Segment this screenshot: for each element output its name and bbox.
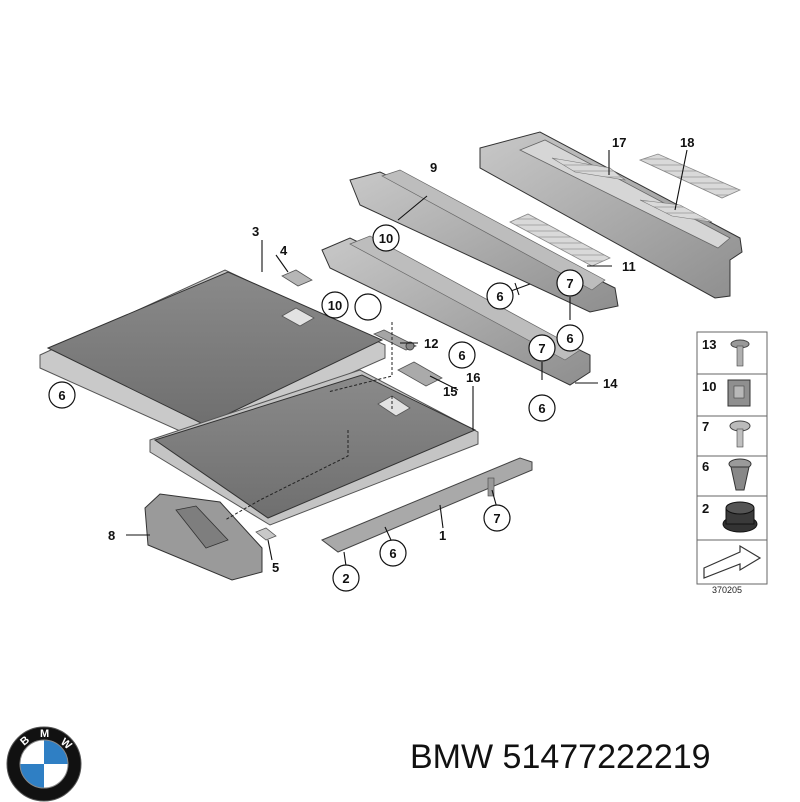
anti-slip-strip-11 [509, 213, 611, 267]
svg-text:6: 6 [496, 289, 503, 304]
callout-circle-13 [354, 293, 382, 321]
part-number: 51477222219 [502, 738, 711, 776]
callout-4: 4 [280, 243, 288, 258]
fastener-legend: 13 10 7 6 2 [696, 331, 768, 585]
callout-circle-7a: 7 [556, 269, 584, 297]
svg-text:6: 6 [389, 546, 396, 561]
bracket-12 [373, 329, 417, 351]
callout-1: 1 [439, 528, 446, 543]
rubber-buffer-icon [722, 501, 758, 533]
callout-18: 18 [680, 135, 694, 150]
legend-label-2: 2 [702, 501, 709, 516]
callout-circle-6a: 6 [486, 282, 514, 310]
callout-circle-7b: 7 [528, 334, 556, 362]
legend-label-7: 7 [702, 419, 709, 434]
svg-text:7: 7 [566, 276, 573, 291]
brand-name: BMW [410, 738, 494, 776]
cover-strip-lower [321, 235, 591, 386]
legend-label-6: 6 [702, 459, 709, 474]
callout-11: 11 [622, 259, 636, 274]
floor-panel-lower [149, 369, 479, 526]
svg-text:6: 6 [458, 348, 465, 363]
dash-connector-13 [327, 322, 393, 393]
brand-part-number: BMW 51477222219 [410, 738, 711, 777]
svg-text:10: 10 [328, 298, 342, 313]
clip-5 [255, 527, 277, 541]
screw-small-icon [729, 420, 751, 448]
callout-circle-6c: 6 [448, 341, 476, 369]
callout-circle-7c: 7 [483, 504, 511, 532]
callout-3: 3 [252, 224, 259, 239]
callout-circle-10b: 10 [321, 291, 349, 319]
callout-17: 17 [612, 135, 626, 150]
handle-4 [281, 269, 313, 287]
cover-strip-upper [349, 169, 619, 313]
anti-slip-strip-18 [638, 153, 741, 199]
callout-circle-2: 2 [332, 564, 360, 592]
callout-16: 16 [466, 370, 480, 385]
callout-9: 9 [430, 160, 437, 175]
svg-text:6: 6 [538, 401, 545, 416]
floor-panel-upper [39, 269, 386, 441]
callout-14: 14 [603, 376, 618, 391]
svg-text:7: 7 [493, 511, 500, 526]
svg-text:M: M [40, 728, 49, 740]
rail-1 [320, 457, 533, 553]
callout-circle-6f: 6 [379, 539, 407, 567]
expanding-clip-icon [728, 458, 752, 491]
svg-text:6: 6 [566, 331, 573, 346]
clip-nut-icon [727, 379, 751, 407]
callout-circle-6d: 6 [528, 394, 556, 422]
callout-circle-10a: 10 [372, 224, 400, 252]
callout-8: 8 [108, 528, 115, 543]
svg-text:6: 6 [58, 388, 65, 403]
cap-15 [397, 361, 443, 387]
screw-icon [730, 339, 750, 367]
bmw-logo-icon: B M W [6, 726, 82, 802]
dash-connector-center [224, 430, 349, 521]
svg-text:10: 10 [379, 231, 393, 246]
svg-text:2: 2 [342, 571, 349, 586]
callout-circle-6e: 6 [48, 381, 76, 409]
callout-5: 5 [272, 560, 279, 575]
svg-text:7: 7 [538, 341, 545, 356]
callout-12: 12 [424, 336, 438, 351]
callout-15: 15 [443, 384, 457, 399]
legend-label-13: 13 [702, 337, 716, 352]
rear-sill-trim [479, 131, 743, 299]
diagram-code: 370205 [712, 585, 742, 595]
direction-arrow-icon [703, 544, 762, 579]
legend-label-10: 10 [702, 379, 716, 394]
callout-circle-6b: 6 [556, 324, 584, 352]
storage-box-8 [144, 493, 263, 581]
